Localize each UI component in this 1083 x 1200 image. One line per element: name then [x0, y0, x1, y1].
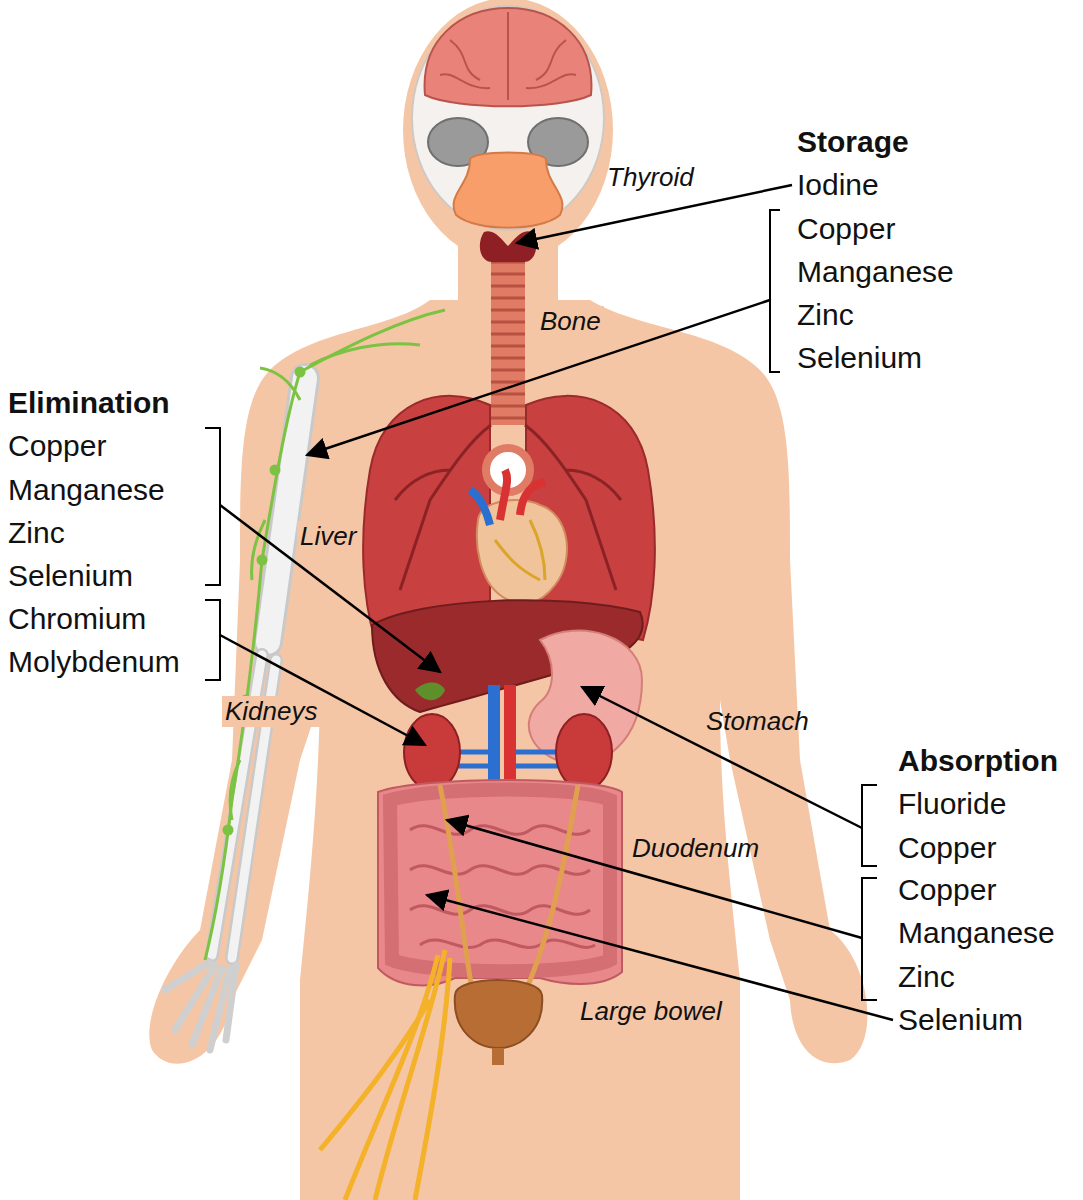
group-heading: Absorption	[898, 743, 1058, 779]
element-name: Molybdenum	[8, 644, 180, 680]
organ-label: Thyroid	[607, 162, 694, 193]
element-name: Manganese	[8, 472, 165, 508]
element-name: Zinc	[898, 959, 955, 995]
element-name: Manganese	[797, 254, 954, 290]
lymph-vessels	[205, 310, 445, 960]
group-heading: Storage	[797, 124, 909, 160]
element-name: Zinc	[8, 515, 65, 551]
organ-label: Large bowel	[580, 996, 722, 1027]
organ-label: Stomach	[706, 706, 809, 737]
nerves	[320, 950, 450, 1200]
group-heading: Elimination	[8, 385, 170, 421]
leader-arrows	[220, 185, 893, 1020]
element-name: Copper	[898, 872, 996, 908]
skull	[412, 6, 604, 230]
element-name: Manganese	[898, 915, 1055, 951]
organ-label: Liver	[297, 521, 359, 552]
urinary-tract	[440, 785, 578, 1065]
intestines	[378, 780, 622, 985]
element-name: Iodine	[797, 167, 879, 203]
element-name: Copper	[797, 211, 895, 247]
organ-label: Kidneys	[222, 696, 321, 727]
element-name: Copper	[898, 830, 996, 866]
thyroid-trachea	[480, 231, 536, 425]
element-name: Selenium	[898, 1002, 1023, 1038]
organ-label: Duodenum	[632, 833, 759, 864]
body-silhouette	[149, 0, 867, 1200]
element-name: Zinc	[797, 297, 854, 333]
organ-label: Bone	[537, 306, 604, 337]
element-name: Copper	[8, 428, 106, 464]
brackets	[205, 210, 877, 1000]
heart	[470, 470, 567, 604]
element-name: Selenium	[797, 340, 922, 376]
element-name: Fluoride	[898, 786, 1006, 822]
element-name: Chromium	[8, 601, 146, 637]
element-name: Selenium	[8, 558, 133, 594]
